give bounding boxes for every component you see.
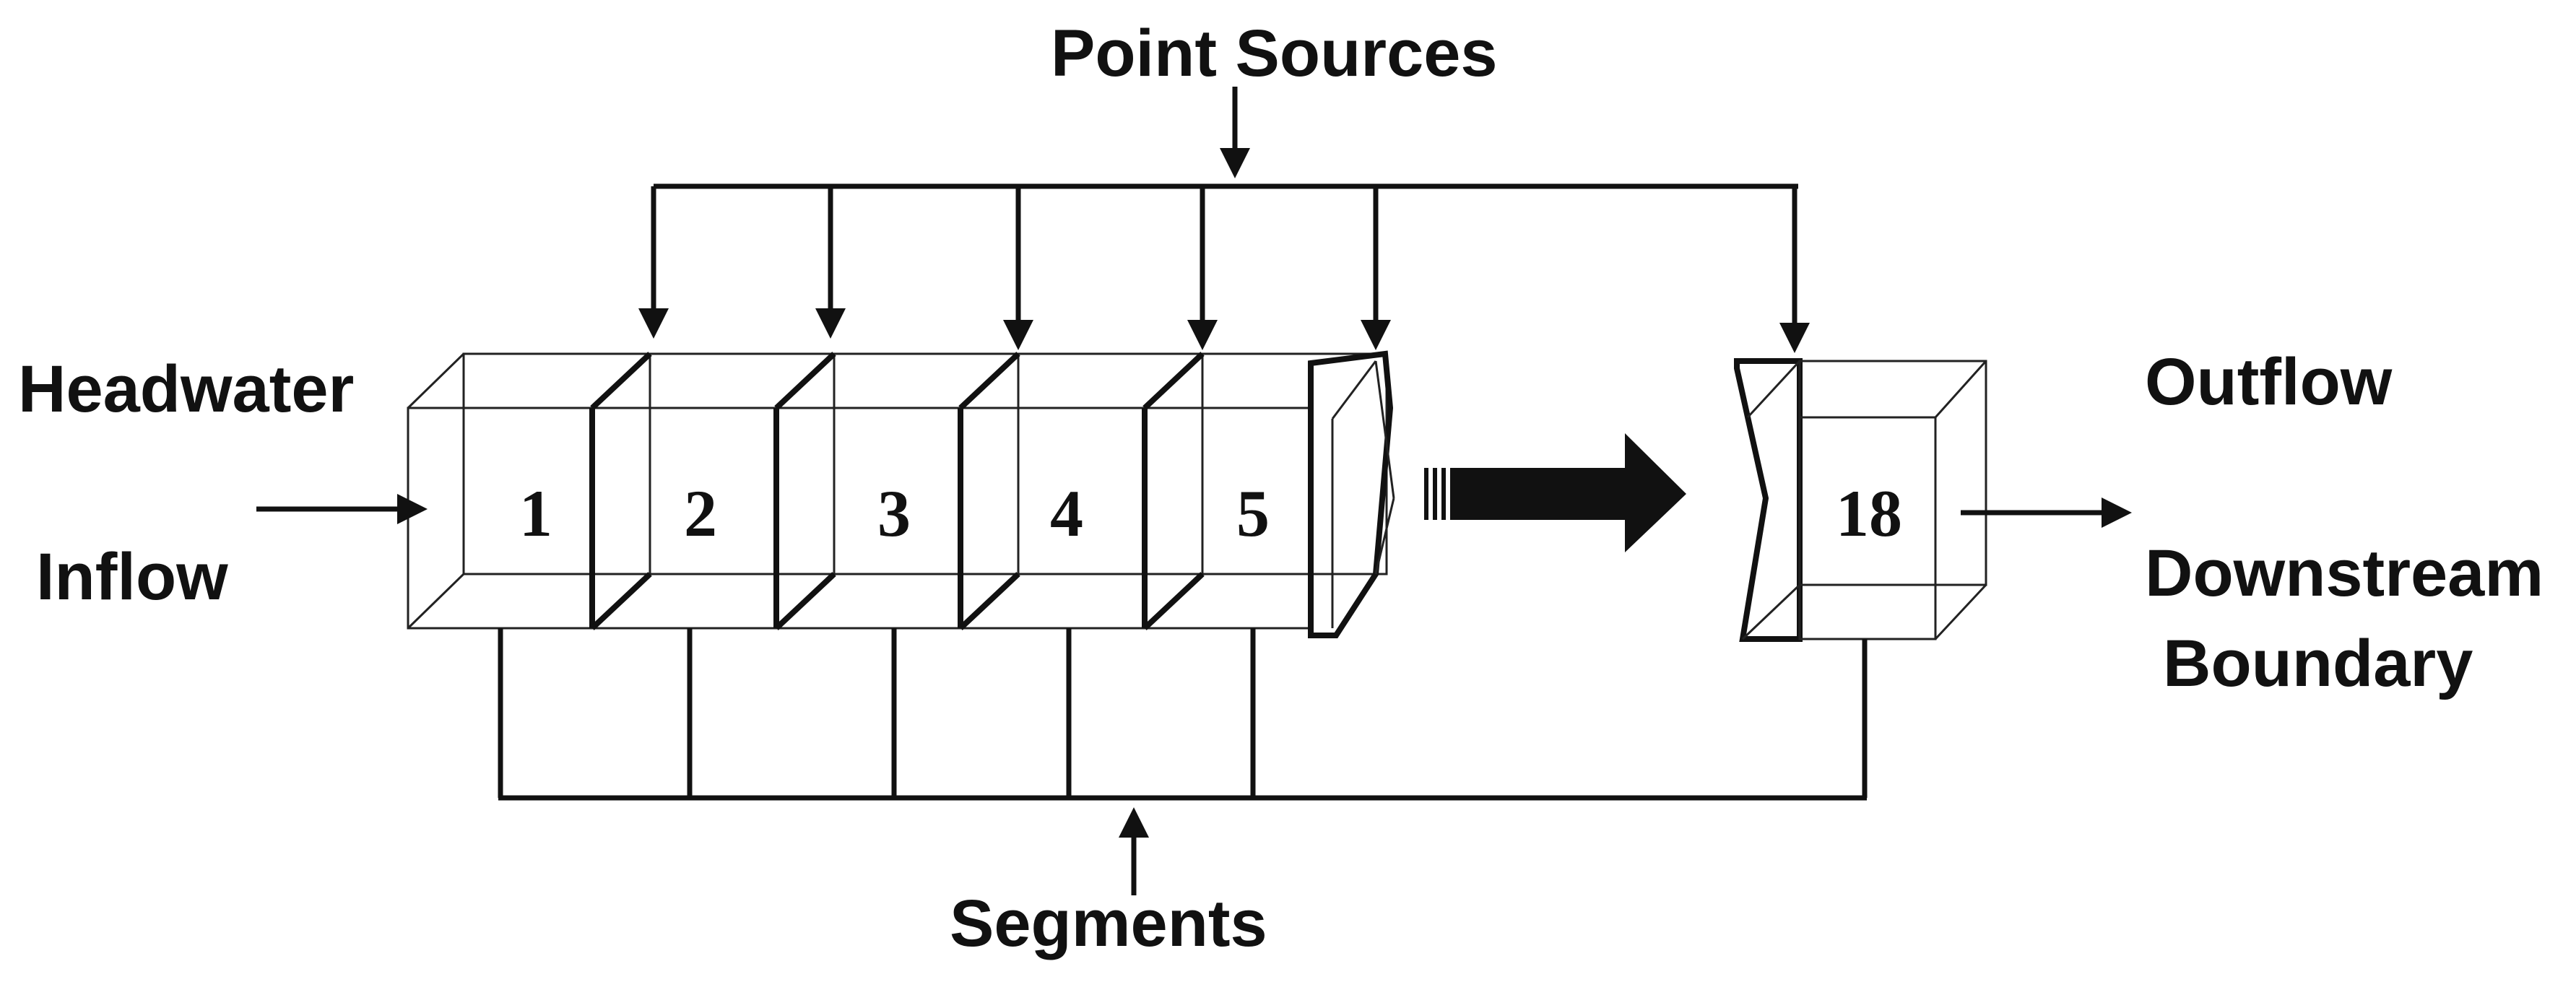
boundary-label: Boundary [2163, 627, 2473, 700]
segment-number-2: 2 [684, 477, 717, 550]
segment-number-18: 18 [1836, 477, 1902, 550]
continuation-arrow [1424, 433, 1686, 552]
point-sources-label: Point Sources [1051, 17, 1498, 90]
segment-number-1: 1 [519, 477, 552, 550]
segment-box-4: 4 [958, 352, 1204, 630]
inflow-label: Inflow [36, 540, 228, 614]
segments-bus [498, 628, 1868, 895]
segment-box-18: 18 [1734, 358, 1987, 642]
point-sources-bus [638, 87, 1810, 353]
segment-number-5: 5 [1236, 477, 1270, 550]
segments-label: Segments [950, 887, 1267, 960]
outflow-label: Outflow [2145, 345, 2393, 419]
segment-box-1: 1 [407, 352, 651, 630]
segment-number-4: 4 [1050, 477, 1083, 550]
downstream-label: Downstream [2145, 536, 2544, 610]
headwater-label: Headwater [18, 352, 354, 426]
segment-5-break-edge [1308, 350, 1395, 638]
segment-box-3: 3 [773, 352, 1020, 630]
segment-number-3: 3 [877, 477, 911, 550]
segment-box-2: 2 [589, 352, 836, 630]
